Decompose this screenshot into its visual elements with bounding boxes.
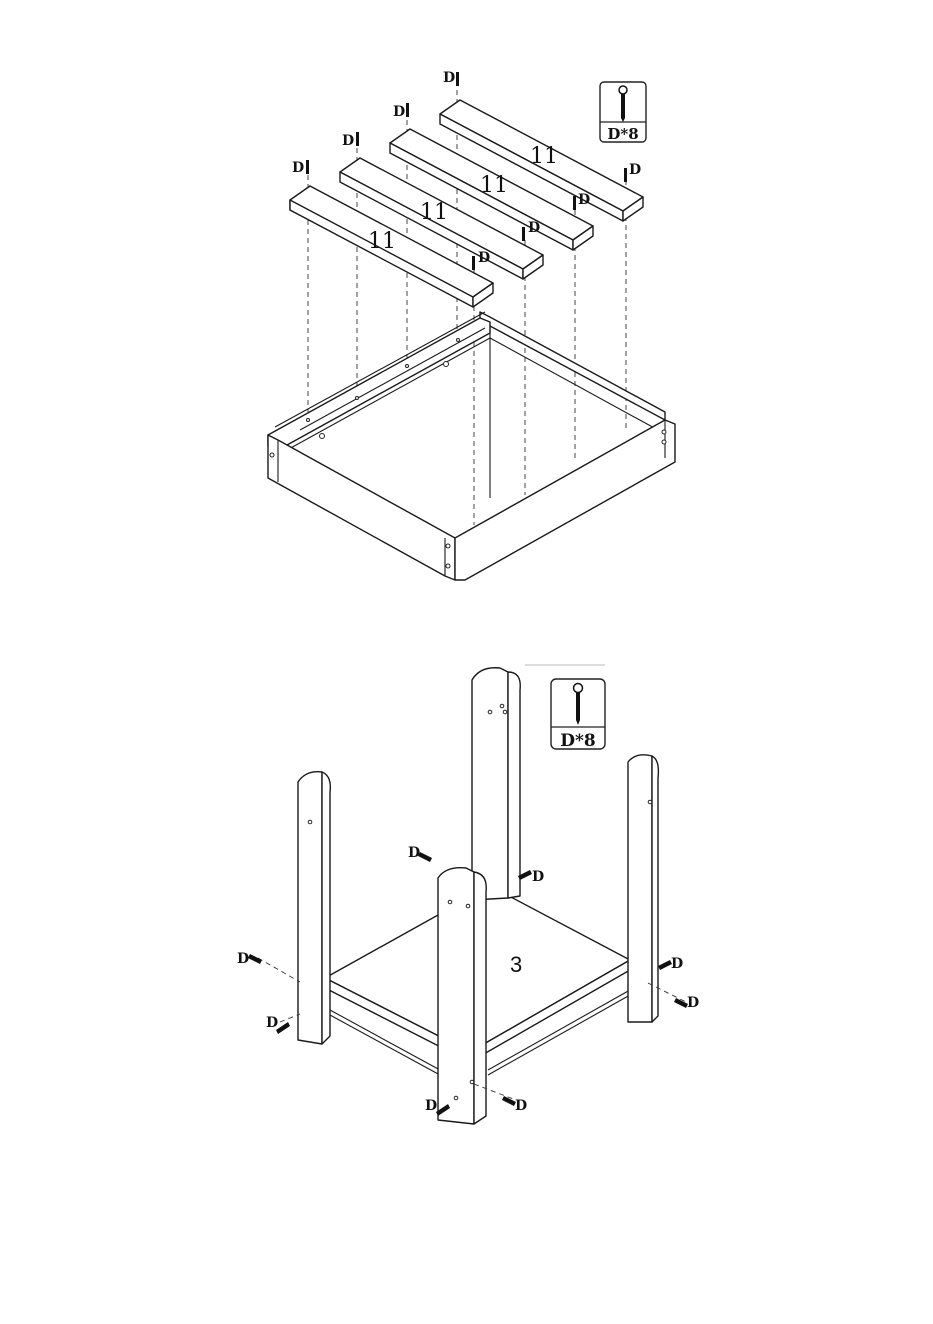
screw-icon (306, 160, 309, 174)
screw-label: D (342, 133, 354, 149)
badge-quantity: D*8 (560, 731, 595, 751)
screw-label: D (687, 995, 699, 1011)
leg-left (298, 772, 330, 1044)
screw-label: D (478, 250, 490, 266)
screw-label: D (578, 192, 590, 208)
leg-right (628, 755, 658, 1022)
screw-label: D (443, 70, 455, 86)
screw-icon (624, 168, 627, 182)
screw-icon (658, 960, 672, 970)
slat-1-number: 11 (368, 229, 396, 254)
screw-label: D (425, 1098, 437, 1114)
screw-label: D (393, 104, 405, 120)
screw-label: D (408, 845, 420, 861)
leg-front (438, 868, 486, 1124)
step1-frame (268, 312, 675, 580)
slat-4-number: 11 (530, 144, 558, 169)
screw-label: D (515, 1098, 527, 1114)
step1-hardware-badge: D*8 (600, 82, 646, 143)
step1-diagram: 11 11 11 11 D D D D (268, 70, 675, 580)
screw-label: D (671, 956, 683, 972)
shelf-number: 3 (510, 952, 522, 977)
slat-2-number: 11 (420, 200, 448, 225)
screw-icon (472, 256, 475, 270)
screw-label: D (292, 160, 304, 176)
screw-icon (573, 196, 576, 210)
screw-icon (248, 954, 262, 964)
leg-back (472, 668, 520, 900)
step1-guide-lines (308, 90, 626, 525)
screw-icon (522, 227, 525, 241)
screw-icon (356, 132, 359, 146)
step2-hardware-badge: D*8 (551, 679, 605, 751)
screw-label: D (629, 162, 641, 178)
slat-3-number: 11 (480, 173, 508, 198)
screw-icon (406, 103, 409, 117)
screw-label: D (528, 220, 540, 236)
screw-label: D (237, 951, 249, 967)
screw-label: D (266, 1015, 278, 1031)
badge-quantity: D*8 (607, 125, 638, 143)
step2-diagram: 3 (237, 665, 699, 1124)
screw-icon (456, 72, 459, 86)
screw-label: D (532, 869, 544, 885)
